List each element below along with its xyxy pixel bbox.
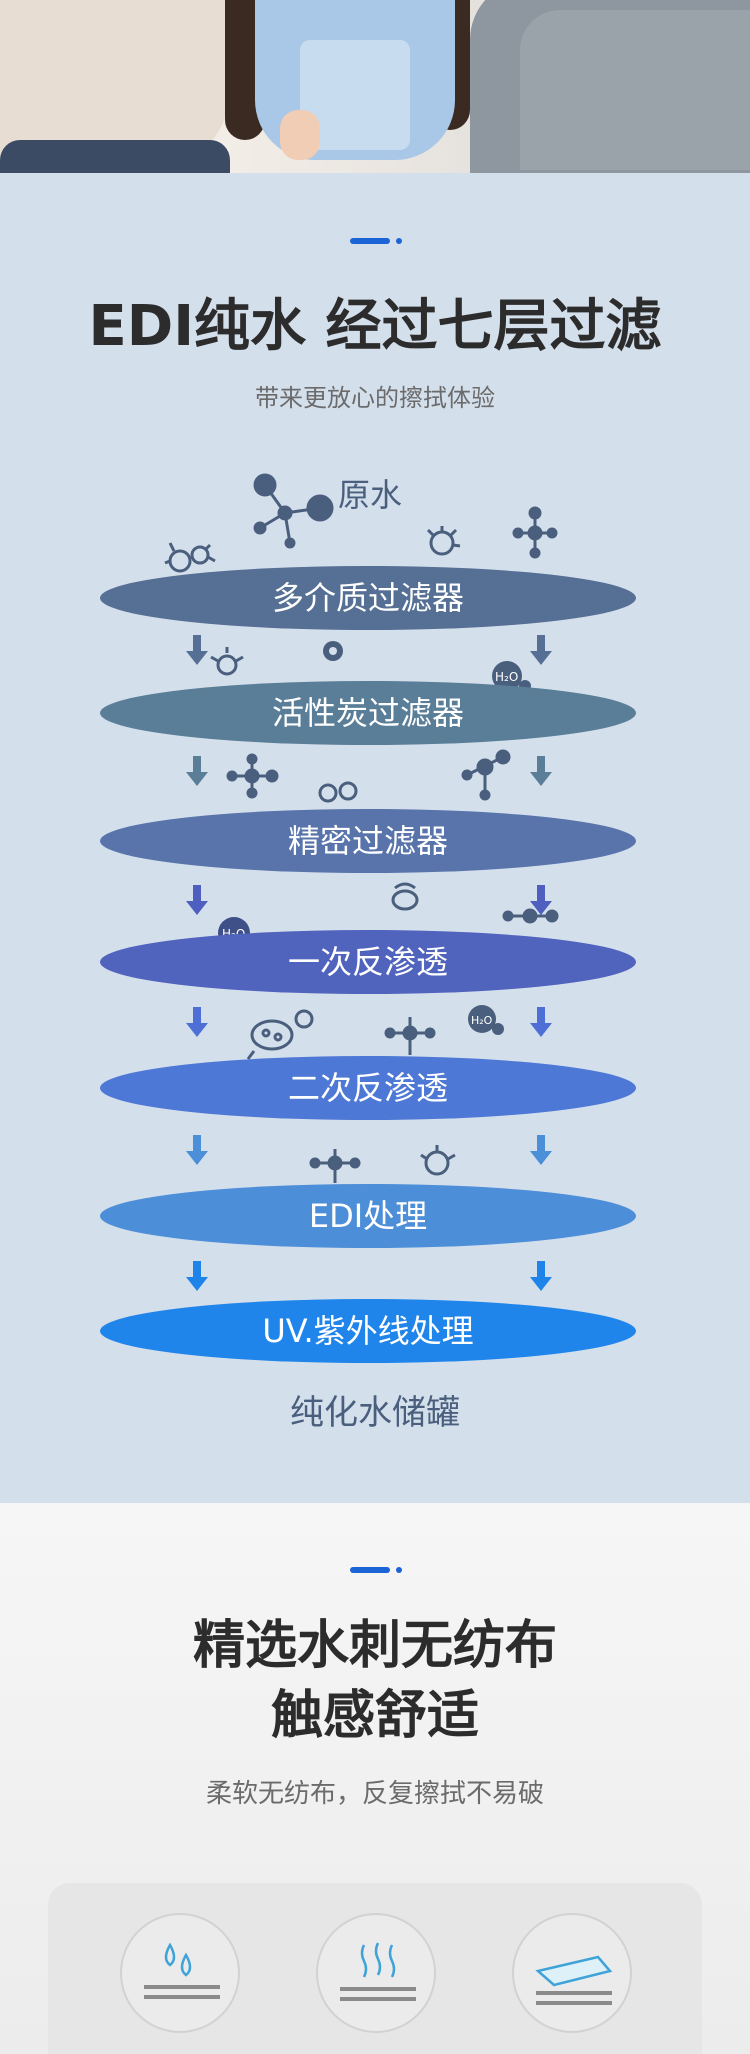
filter-stage-second-ro: 二次反渗透 — [100, 1056, 636, 1120]
h2o-molecule-icon: H₂O — [468, 1005, 504, 1035]
stage-label: 二次反渗透 — [287, 1069, 448, 1107]
down-arrow-icon — [530, 1135, 552, 1167]
down-arrow-icon — [186, 756, 208, 788]
molecule-icon — [461, 749, 511, 801]
down-arrow-icon — [186, 1007, 208, 1039]
stage-label: 多介质过滤器 — [271, 579, 464, 617]
down-arrow-icon — [530, 635, 552, 667]
down-arrow-icon — [186, 885, 208, 917]
section-title-line2: 触感舒适 — [270, 1686, 479, 1746]
bacteria-icon — [246, 1009, 314, 1060]
accent-bar — [350, 238, 390, 244]
gear-icon — [323, 641, 343, 661]
filter-stage-precision: 精密过滤器 — [100, 809, 636, 873]
svg-text:H₂O: H₂O — [471, 1014, 493, 1027]
section-subtitle: 带来更放心的擦拭体验 — [255, 384, 495, 412]
molecule-icon — [309, 1149, 361, 1183]
molecule-icon — [384, 1017, 436, 1055]
stage-label: EDI处理 — [308, 1197, 428, 1235]
wipe-sheet-icon — [535, 1955, 613, 2005]
steam-waves-icon — [340, 1942, 416, 2001]
down-arrow-icon — [186, 635, 208, 667]
filter-stage-first-ro: 一次反渗透 — [100, 930, 636, 994]
virus-icon — [420, 1145, 456, 1176]
section-subtitle: 柔软无纺布，反复擦拭不易破 — [205, 1779, 544, 1809]
svg-text:H₂O: H₂O — [495, 670, 518, 684]
stage-label: 活性炭过滤器 — [271, 694, 464, 732]
person-right-sweater — [520, 10, 750, 170]
accent-bar — [350, 1567, 390, 1573]
down-arrow-icon — [530, 1261, 552, 1293]
down-arrow-icon — [186, 1261, 208, 1293]
accent-dot — [396, 1567, 402, 1573]
down-arrow-icon — [530, 1007, 552, 1039]
filter-stage-edi: EDI处理 — [100, 1184, 636, 1248]
filter-stage-multimedia: 多介质过滤器 — [100, 566, 636, 630]
stage-label: 一次反渗透 — [287, 943, 448, 981]
feature-water-drops — [120, 1913, 240, 2033]
virus-icon — [318, 781, 358, 803]
bacteria-icon — [391, 882, 419, 911]
stage-label: 精密过滤器 — [287, 822, 448, 860]
virus-icon — [210, 647, 244, 676]
accent-dot — [396, 238, 402, 244]
down-arrow-icon — [186, 1135, 208, 1167]
person-left-jeans — [0, 140, 230, 173]
virus-icon — [426, 526, 461, 556]
filtration-section: EDI纯水 经过七层过滤 带来更放心的擦拭体验 原水 多介质过滤器 — [0, 173, 750, 1503]
section-title-line1: 精选水刺无纺布 — [192, 1616, 557, 1676]
feature-soft-sheet — [512, 1913, 632, 2033]
section-accent-mark — [350, 1567, 402, 1573]
virus-icon — [164, 542, 216, 573]
feature-breathable — [316, 1913, 436, 2033]
section-accent-mark — [350, 238, 402, 244]
stage-label: UV.紫外线处理 — [262, 1312, 474, 1350]
child-hand — [280, 110, 320, 160]
nonwoven-fabric-section: 精选水刺无纺布 触感舒适 柔软无纺布，反复擦拭不易破 — [0, 1503, 750, 2054]
filter-stage-activated-carbon: 活性炭过滤器 — [100, 681, 636, 745]
molecule-icon — [226, 753, 279, 799]
section-title: EDI纯水 经过七层过滤 — [88, 294, 662, 359]
raw-water-label: 原水 — [337, 476, 402, 514]
down-arrow-icon — [530, 756, 552, 788]
water-drops-icon — [144, 1942, 220, 1999]
filter-stage-uv: UV.紫外线处理 — [100, 1299, 636, 1363]
molecule-icon — [502, 908, 559, 924]
hero-family-photo — [0, 0, 750, 173]
molecule-icon — [512, 506, 558, 559]
molecule-icon — [253, 473, 334, 549]
purified-water-tank-label: 纯化水储罐 — [290, 1393, 460, 1433]
